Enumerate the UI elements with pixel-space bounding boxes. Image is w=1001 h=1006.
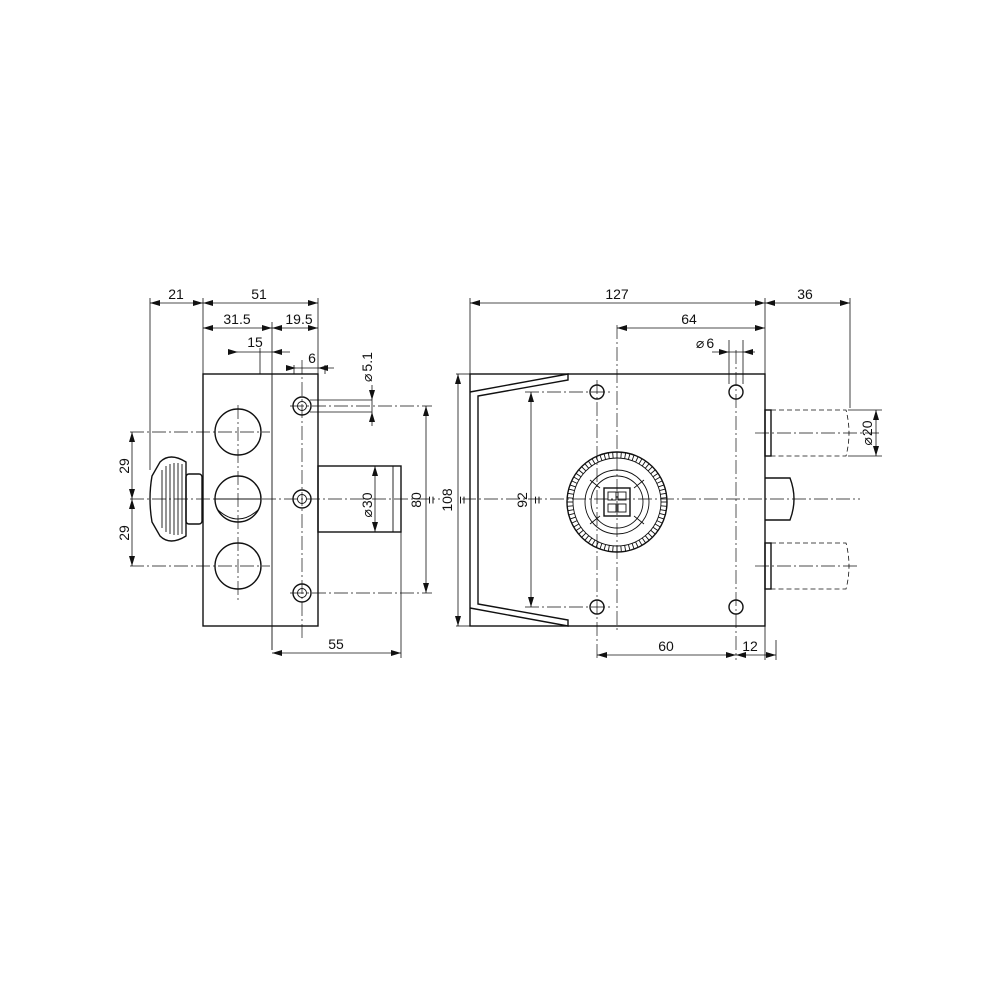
knurl-tick: [587, 537, 593, 544]
knurl-tick: [658, 516, 665, 520]
symmetry-mark-80: =: [423, 496, 439, 504]
knurl-tick: [581, 466, 587, 472]
knurl-tick: [584, 463, 590, 469]
dim-bolt-throw: 36: [797, 286, 813, 302]
knurl-tick: [607, 452, 610, 459]
knurl-tick: [624, 545, 627, 552]
knurl-tick: [567, 509, 574, 512]
knurl-tick: [591, 539, 596, 546]
knurl-tick: [575, 472, 582, 478]
dim-body-depth: 51: [251, 286, 267, 302]
knurl-tick: [647, 532, 653, 538]
symmetry-mark-108: =: [454, 496, 470, 504]
dim-edge-distance: 12: [742, 638, 758, 654]
knurl-tick: [575, 526, 582, 532]
knurl-tick: [627, 453, 631, 460]
knurl-tick: [584, 535, 590, 541]
knurl-tick: [656, 480, 663, 484]
knurl-tick: [571, 520, 578, 524]
dim-case-width: 127: [605, 286, 629, 302]
knurl-tick: [599, 543, 603, 550]
knurl-tick: [571, 480, 578, 484]
knurl-tick: [612, 452, 614, 459]
knurl-tick: [569, 484, 576, 488]
knurl-tick: [568, 512, 575, 516]
dim-plate-thickness: 6: [308, 350, 316, 366]
knurl-tick: [656, 520, 663, 524]
knurl-tick: [659, 512, 666, 516]
knurl-tick: [641, 460, 647, 467]
knurl-tick: [587, 460, 593, 467]
knurl-tick: [654, 476, 661, 481]
knurl-tick: [591, 458, 596, 465]
knurl-tick: [567, 497, 574, 499]
knurl-tick: [567, 505, 574, 507]
knurl-tick: [652, 526, 659, 532]
knurl-tick: [612, 545, 614, 552]
front-case: [469, 373, 766, 627]
knurl-tick: [635, 541, 639, 548]
knurl-tick: [567, 492, 574, 495]
dim-case-height: 108: [439, 488, 455, 512]
knurl-tick: [581, 532, 587, 538]
knurl-tick: [638, 458, 643, 465]
knurl-tick: [644, 535, 650, 541]
knurl-tick: [647, 466, 653, 472]
knurl-tick: [660, 497, 667, 499]
dim-knob-offset: 21: [168, 286, 184, 302]
knurl-tick: [599, 454, 603, 461]
dim-hole-vertical-pitch: 92: [514, 492, 530, 508]
dim-plate-height: 80: [408, 492, 424, 508]
knurl-tick: [573, 523, 580, 528]
knurl-tick: [568, 488, 575, 492]
knurl-tick: [659, 488, 666, 492]
dim-plate-offset: 19.5: [285, 311, 312, 327]
knurl-tick: [641, 537, 647, 544]
knurl-tick: [650, 469, 656, 475]
knurl-tick: [624, 452, 627, 459]
knurl-tick: [638, 539, 643, 546]
knurl-tick: [652, 472, 659, 478]
dim-cylinder-diameter: ⌀30: [359, 492, 375, 517]
knurl-tick: [573, 476, 580, 481]
front-view: 127 36 64 ⌀6 ⌀20 108 = 92 =: [439, 286, 882, 660]
knurl-tick: [658, 484, 665, 488]
knurl-tick: [603, 453, 607, 460]
knurl-tick: [660, 492, 667, 495]
knurl-tick: [635, 456, 639, 463]
knurl-tick: [631, 454, 635, 461]
dim-pitch-lower: 29: [116, 525, 132, 541]
knurl-tick: [660, 509, 667, 512]
knurl-tick: [569, 516, 576, 520]
dim-knob-center: 15: [247, 334, 263, 350]
symmetry-mark-92: =: [529, 496, 545, 504]
dim-hole-center-distance: 64: [681, 311, 697, 327]
dim-hole-offset: 31.5: [223, 311, 250, 327]
knurl-tick: [603, 544, 607, 551]
knurl-tick: [654, 523, 661, 528]
dim-cylinder-length: 55: [328, 636, 344, 652]
knurl-tick: [627, 544, 631, 551]
cylinder-rose: [566, 451, 668, 553]
knurl-tick: [620, 545, 622, 552]
dim-bottom-hole-distance: 60: [658, 638, 674, 654]
dim-pitch-upper: 29: [116, 458, 132, 474]
knurl-tick: [631, 543, 635, 550]
knurl-tick: [620, 452, 622, 459]
side-view: 21 51 31.5 19.5 15 6 ⌀5.1 ⌀3: [116, 286, 440, 658]
knurl-tick: [578, 529, 584, 535]
knurl-tick: [660, 505, 667, 507]
dim-fixing-hole: ⌀6: [696, 335, 714, 351]
knurl-tick: [650, 529, 656, 535]
knurl-tick: [578, 469, 584, 475]
dim-bolt-diameter: ⌀20: [859, 420, 875, 445]
dim-screw-hole: ⌀5.1: [359, 352, 375, 382]
knurl-tick: [644, 463, 650, 469]
knurl-tick: [607, 545, 610, 552]
